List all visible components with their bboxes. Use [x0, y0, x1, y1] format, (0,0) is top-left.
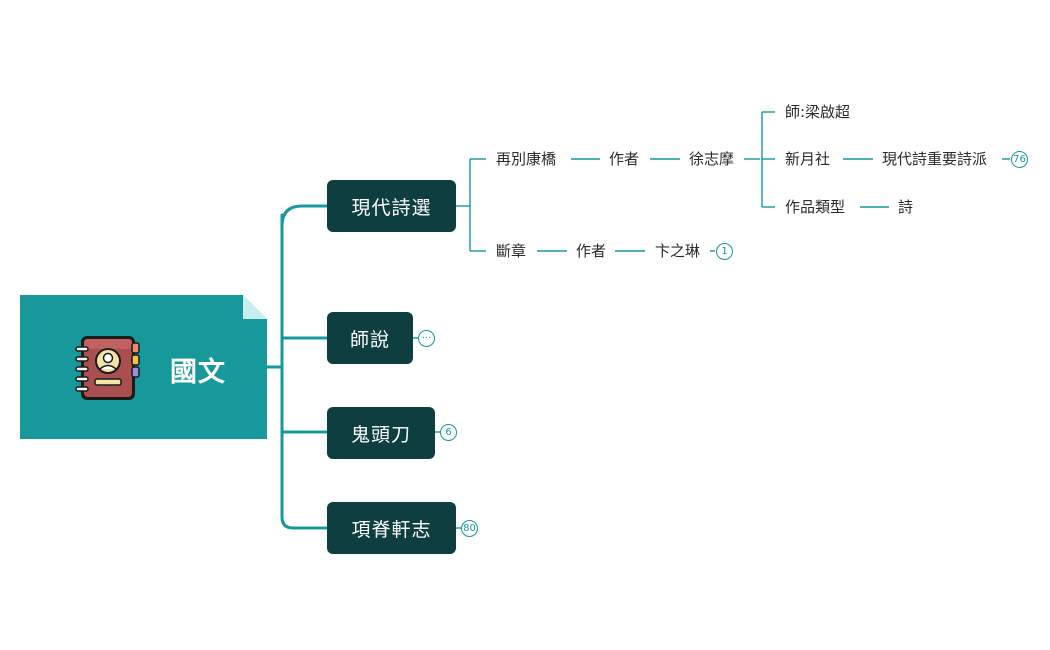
topic-work-type-value[interactable]: 詩 [898, 198, 914, 216]
notebook-contact-icon [75, 336, 140, 400]
topic-author-label[interactable]: 作者 [576, 242, 607, 260]
topic-teacher[interactable]: 師:梁啟超 [785, 103, 851, 121]
collapsed-indicator-badge[interactable]: ··· [418, 330, 435, 347]
child-count-badge[interactable]: 1 [716, 243, 733, 260]
branch-modern-poetry[interactable]: 現代詩選 [327, 180, 456, 232]
branch-label: 現代詩選 [351, 196, 432, 219]
root-title: 國文 [170, 357, 226, 388]
child-count-badge[interactable]: 6 [440, 424, 457, 441]
topic-author-label[interactable]: 作者 [609, 150, 640, 168]
topic-poem-title[interactable]: 再別康橋 [496, 150, 557, 168]
branch-shi-shuo[interactable]: 師說 [327, 312, 413, 364]
branch-xiangji-xuan[interactable]: 項脊軒志 [327, 502, 456, 554]
topic-work-type[interactable]: 作品類型 [785, 198, 846, 216]
topic-literary-group[interactable]: 新月社 [785, 150, 831, 168]
topic-author-name[interactable]: 徐志摩 [689, 150, 735, 168]
branch-label: 項脊軒志 [351, 518, 432, 541]
child-count-badge[interactable]: 76 [1011, 151, 1028, 168]
child-count-badge[interactable]: 80 [461, 520, 478, 537]
branch-label: 師說 [349, 328, 390, 351]
branch-label: 鬼頭刀 [350, 423, 411, 446]
topic-author-name[interactable]: 卞之琳 [655, 242, 701, 260]
folded-corner [243, 295, 267, 319]
topic-poetry-school[interactable]: 現代詩重要詩派 [882, 150, 988, 168]
topic-poem-title[interactable]: 斷章 [496, 242, 527, 260]
branch-mahi-mahi[interactable]: 鬼頭刀 [327, 407, 435, 459]
root-topic[interactable]: 國文 [20, 295, 267, 439]
